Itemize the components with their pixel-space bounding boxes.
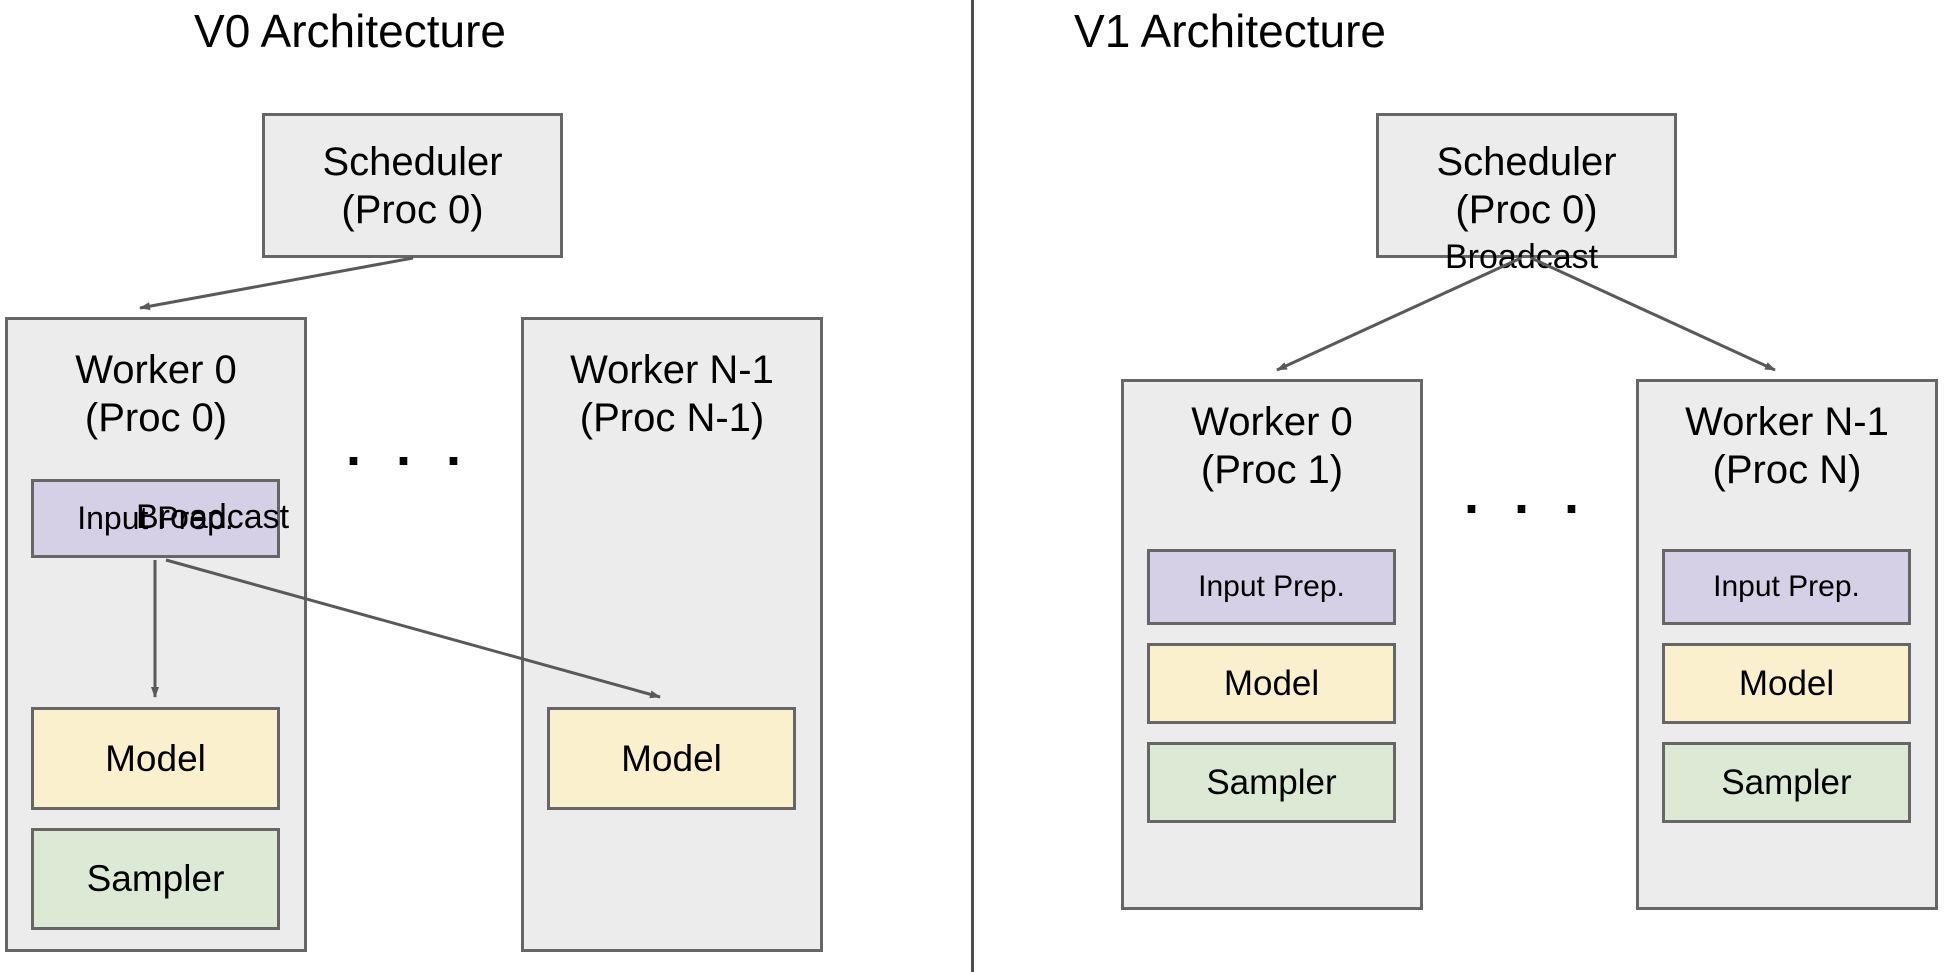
v1-scheduler-line2: (Proc 0) [1455, 187, 1598, 232]
v0-scheduler-line1: Scheduler [322, 139, 503, 184]
v0-worker-n-1-line1: Worker N-1 [570, 348, 774, 392]
v1-worker-0-line1: Worker 0 [1191, 400, 1353, 444]
v0-worker-0-model-box: Model [31, 707, 280, 810]
v0-worker-n-1-box: Worker N-1 (Proc N-1) [521, 317, 823, 952]
v0-worker-0-line2: (Proc 0) [84, 396, 228, 440]
v0-arrow-scheduler-to-worker-0 [139, 256, 414, 311]
v0-workers-ellipsis: . . . [346, 417, 472, 477]
v1-worker-0-line2: (Proc 1) [1200, 448, 1344, 492]
v1-worker-n-1-input-prep-box: Input Prep. [1662, 549, 1911, 625]
v1-worker-0-model-box: Model [1147, 643, 1396, 724]
v1-worker-0-sampler-box: Sampler [1147, 742, 1396, 823]
v0-scheduler-line2: (Proc 0) [341, 187, 484, 232]
panel-title-v1: V1 Architecture [1074, 5, 1386, 57]
v0-scheduler-box: Scheduler (Proc 0) [262, 113, 563, 258]
v0-worker-n-1-line2: (Proc N-1) [579, 396, 765, 440]
v1-workers-ellipsis: . . . [1464, 465, 1590, 525]
v1-worker-0-input-prep-box: Input Prep. [1147, 549, 1396, 625]
v1-worker-n-1-line2: (Proc N) [1712, 448, 1862, 492]
v0-worker-0-line1: Worker 0 [75, 348, 237, 392]
v1-scheduler-line1: Scheduler [1436, 139, 1617, 184]
v1-worker-n-1-sampler-box: Sampler [1662, 742, 1911, 823]
panel-v0-architecture: V0 Architecture Scheduler (Proc 0) Worke… [0, 0, 971, 972]
v1-scheduler-box: Scheduler (Proc 0) [1376, 113, 1677, 258]
panel-title-v0: V0 Architecture [194, 5, 506, 57]
panel-divider [971, 0, 974, 972]
v0-worker-n-1-model-box: Model [547, 707, 796, 810]
v0-broadcast-label: Broadcast [136, 498, 290, 536]
v0-worker-0-input-prep-box: Input Prep. [31, 479, 280, 558]
v0-worker-0-sampler-box: Sampler [31, 828, 280, 930]
panel-v1-architecture: V1 Architecture Scheduler (Proc 0) Worke… [975, 0, 1954, 972]
v1-broadcast-label: Broadcast [1445, 238, 1599, 276]
v1-worker-n-1-line1: Worker N-1 [1685, 400, 1889, 444]
v1-worker-n-1-model-box: Model [1662, 643, 1911, 724]
